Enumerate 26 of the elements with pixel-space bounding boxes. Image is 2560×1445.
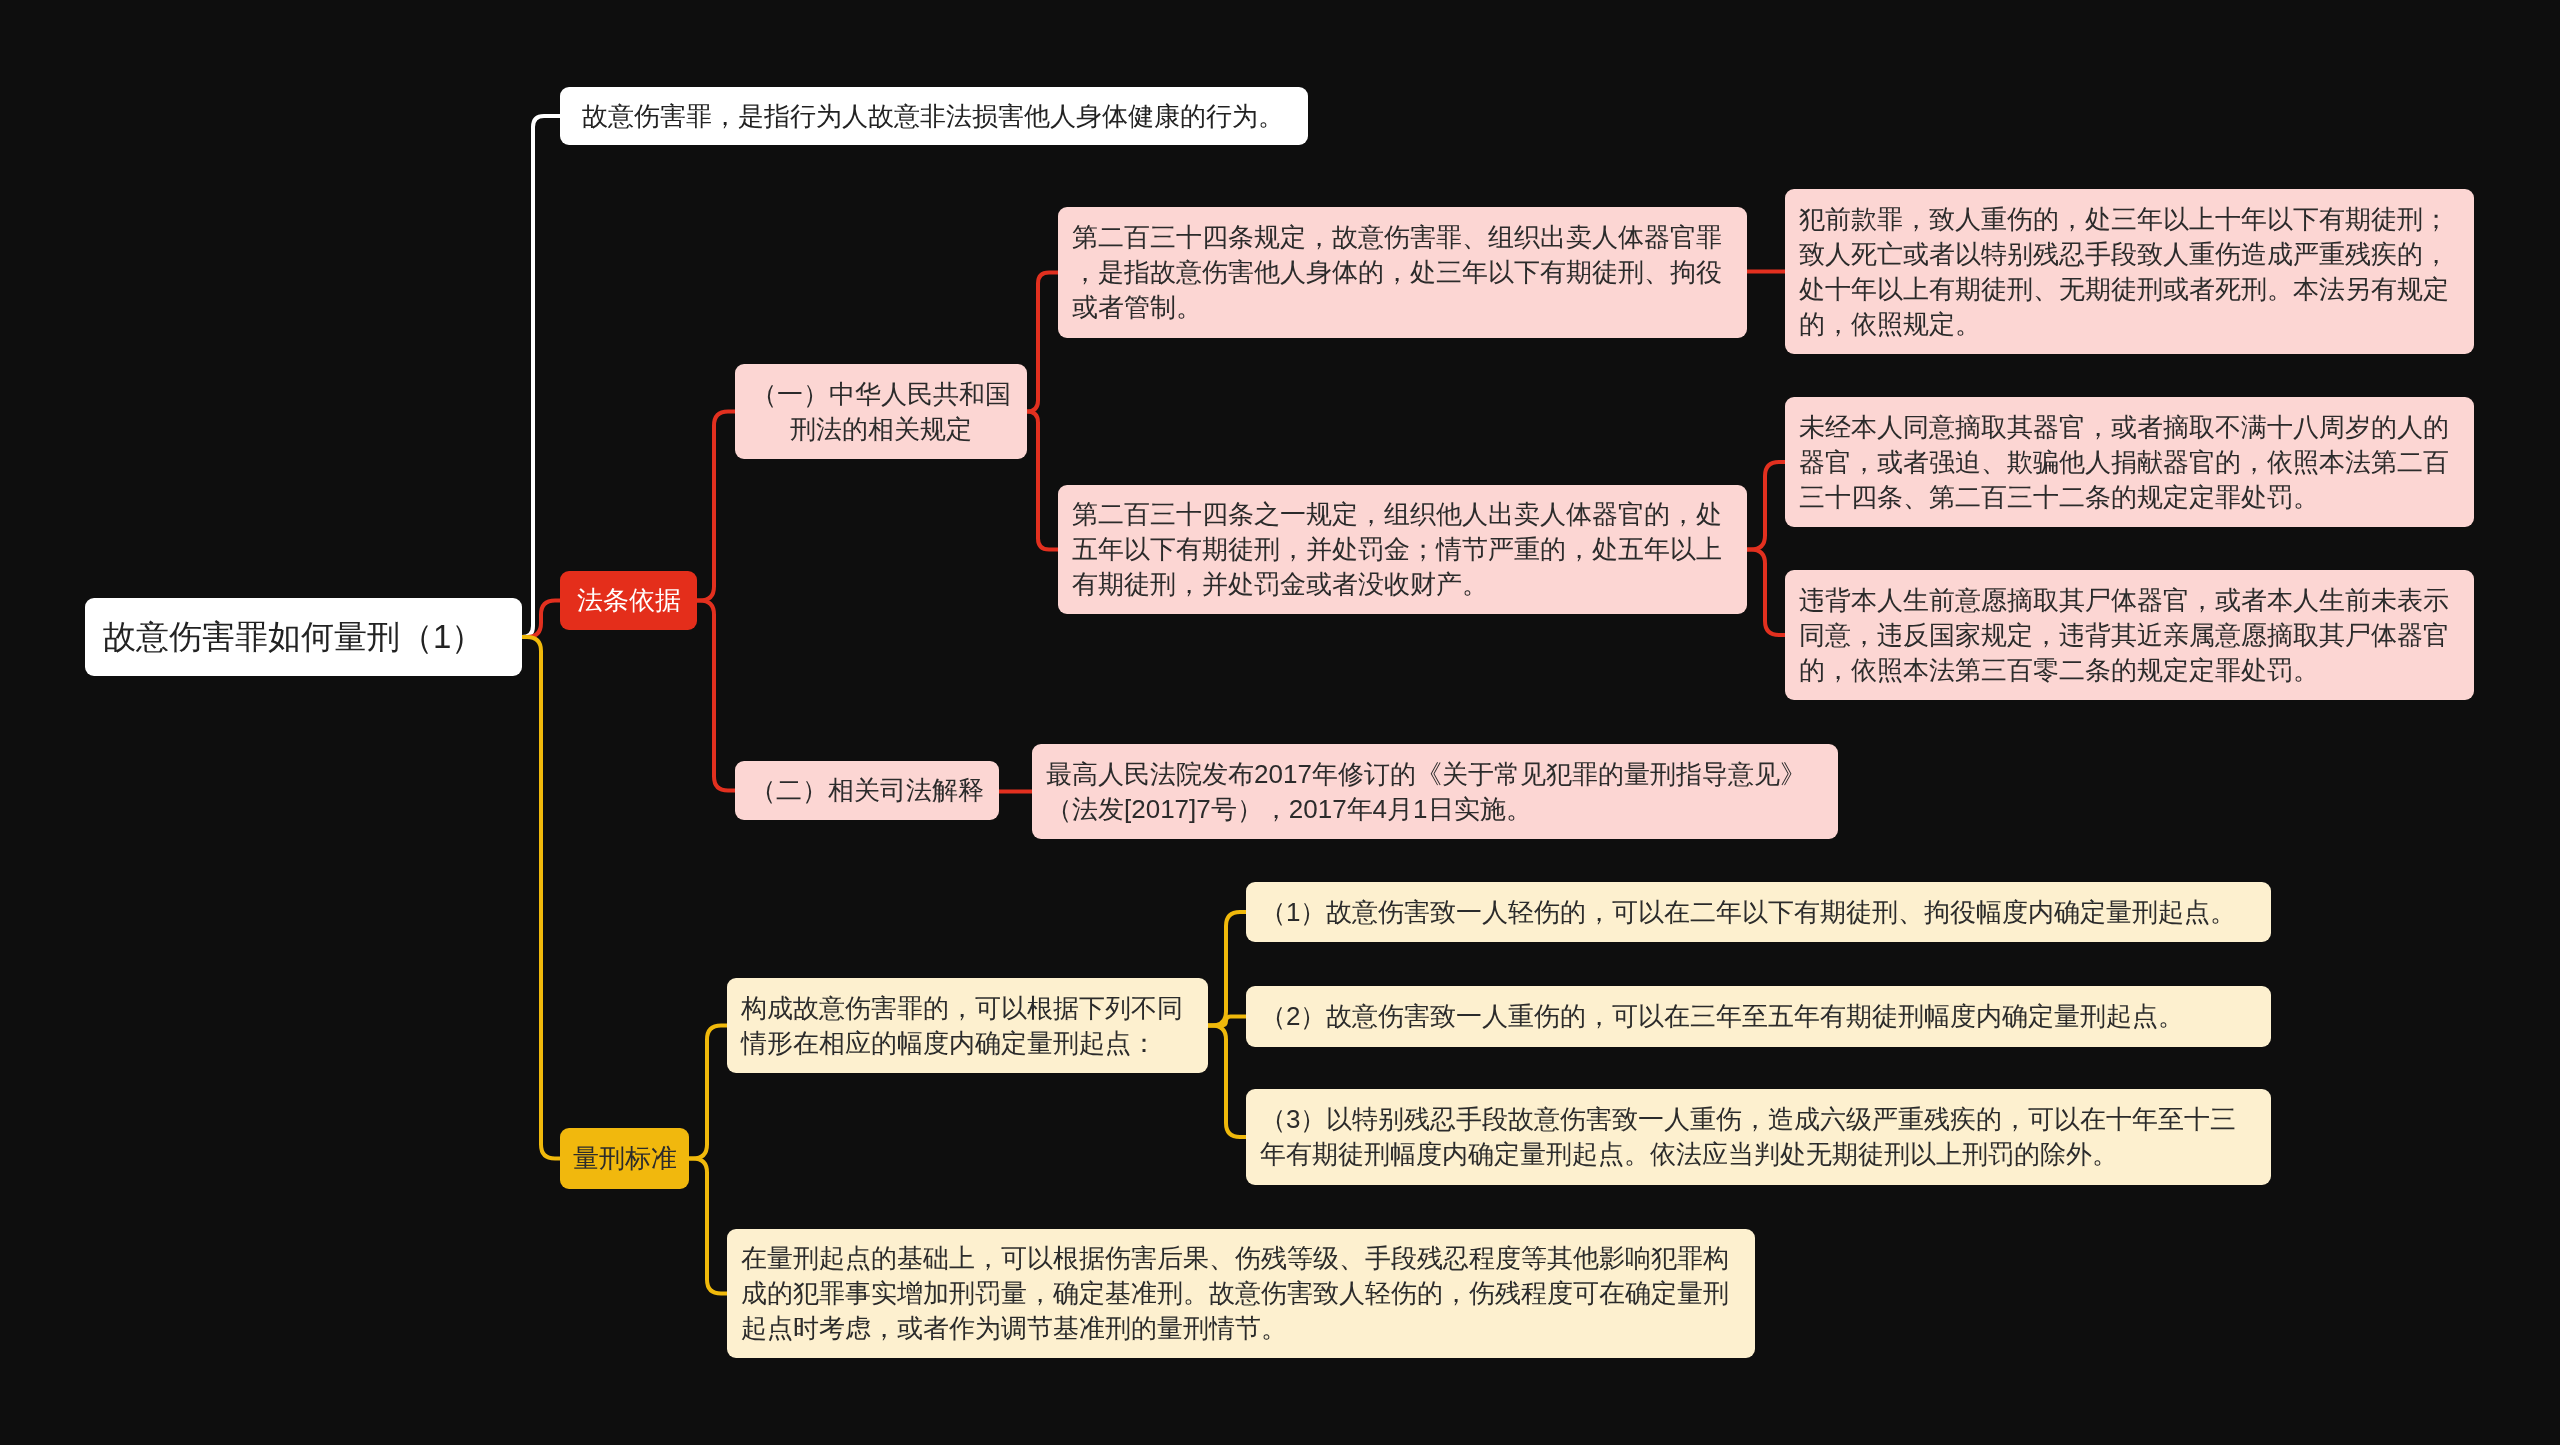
topic-box: （二）相关司法解释 [735,761,999,820]
topic-box: 最高人民法院发布2017年修订的《关于常见犯罪的量刑指导意见》（法发[2017]7号），2017年4月1日实施。 [1032,744,1838,839]
connector-line [689,1156,727,1296]
topic-box: 未经本人同意摘取其器官，或者摘取不满十八周岁的人的器官，或者强迫、欺骗他人捐献器官的，依照本法第二百三十四条、第二百三十二条的规定定罪处罚。 [1785,397,2474,527]
connector-line [1025,409,1058,552]
topic-box: （一）中华人民共和国刑法的相关规定 [735,364,1027,459]
topic-box: 在量刑起点的基础上，可以根据伤害后果、伤残等级、手段残忍程度等其他影响犯罪构成的犯罪事实增加刑罚量，确定基准刑。故意伤害致人轻伤的，伤残程度可在确定量刑起点时考虑，或者作为调节基准刑的量刑情节。 [727,1229,1755,1358]
branch-topic-box: 法条依据 [560,571,697,630]
topic-box: 第二百三十四条之一规定，组织他人出卖人体器官的，处五年以下有期徒刑，并处罚金；情节严重的，处五年以上有期徒刑，并处罚金或者没收财产。 [1058,485,1747,614]
connector-line [1208,1023,1246,1139]
topic-box: （3）以特别残忍手段故意伤害致一人重伤，造成六级严重残疾的，可以在十年至十三年有期徒刑幅度内确定量刑起点。依法应当判处无期徒刑以上刑罚的除外。 [1246,1089,2271,1185]
connector-line [697,598,735,793]
central-topic-box: 故意伤害罪如何量刑（1） [85,598,522,676]
topic-box: 第二百三十四条规定，故意伤害罪、组织出卖人体器官罪，是指故意伤害他人身体的，处三年以下有期徒刑、拘役或者管制。 [1058,207,1747,338]
topic-box: 犯前款罪，致人重伤的，处三年以上十年以下有期徒刑；致人死亡或者以特别残忍手段致人重伤造成严重残疾的，处十年以上有期徒刑、无期徒刑或者死刑。本法另有规定的，依照规定。 [1785,189,2474,354]
definition-box: 故意伤害罪，是指行为人故意非法损害他人身体健康的行为。 [560,87,1308,145]
connector-line [1747,547,1785,637]
connector-line [1747,269,1785,274]
branch-topic-box: 量刑标准 [560,1128,689,1189]
connector-line [1025,270,1058,414]
topic-box: （1）故意伤害致一人轻伤的，可以在二年以下有期徒刑、拘役幅度内确定量刑起点。 [1246,882,2271,942]
connector-line [999,789,1032,794]
topic-box: 构成故意伤害罪的，可以根据下列不同情形在相应的幅度内确定量刑起点： [727,978,1208,1073]
topic-box: （2）故意伤害致一人重伤的，可以在三年至五年有期徒刑幅度内确定量刑起点。 [1246,986,2271,1047]
connector-line [697,409,735,603]
topic-box: 违背本人生前意愿摘取其尸体器官，或者本人生前未表示同意，违反国家规定，违背其近亲属意愿摘取其尸体器官的，依照本法第三百零二条的规定定罪处罚。 [1785,570,2474,700]
